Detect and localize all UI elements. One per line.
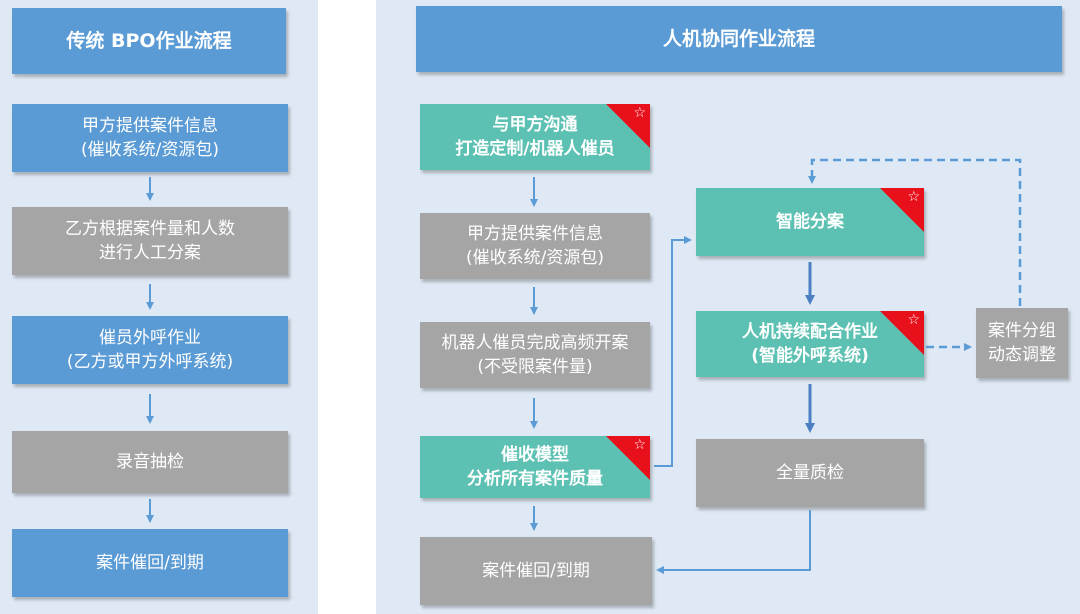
- right-col1-step-2: 甲方提供案件信息(催收系统/资源包): [420, 213, 650, 279]
- left-step-2: 乙方根据案件量和人数进行人工分案: [12, 207, 288, 275]
- right-col1-step-4: 催收模型分析所有案件质量 ☆: [420, 436, 650, 498]
- left-step-4: 录音抽检: [12, 431, 288, 493]
- flag-marker: [880, 311, 924, 355]
- arrow-qc-to-close: [656, 510, 811, 574]
- right-panel: [376, 0, 1080, 614]
- flag-marker: [606, 436, 650, 480]
- right-title: 人机协同作业流程: [416, 6, 1062, 72]
- right-col2-step-2: 人机持续配合作业(智能外呼系统) ☆: [696, 311, 924, 377]
- arrow-dashed-feedback: [808, 158, 1022, 306]
- arrow-model-to-dispatch: [654, 236, 692, 467]
- right-col1-step-1: 与甲方沟通打造定制/机器人催员 ☆: [420, 104, 650, 170]
- right-col2-step-1: 智能分案 ☆: [696, 188, 924, 256]
- left-step-1: 甲方提供案件信息(催收系统/资源包): [12, 104, 288, 172]
- left-title: 传统 BPO作业流程: [12, 8, 286, 74]
- right-side-step: 案件分组动态调整: [976, 308, 1068, 378]
- star-icon: ☆: [633, 437, 646, 453]
- left-step-5: 案件催回/到期: [12, 529, 288, 597]
- left-step-3: 催员外呼作业(乙方或甲方外呼系统): [12, 316, 288, 384]
- right-col2-step-3: 全量质检: [696, 439, 924, 507]
- right-col1-step-5: 案件催回/到期: [420, 537, 652, 605]
- flag-marker: [880, 188, 924, 232]
- right-col1-step-3: 机器人催员完成高频开案(不受限案件量): [420, 322, 650, 388]
- left-panel: [0, 0, 318, 614]
- star-icon: ☆: [633, 105, 646, 121]
- star-icon: ☆: [907, 189, 920, 205]
- flag-marker: [606, 104, 650, 148]
- star-icon: ☆: [907, 312, 920, 328]
